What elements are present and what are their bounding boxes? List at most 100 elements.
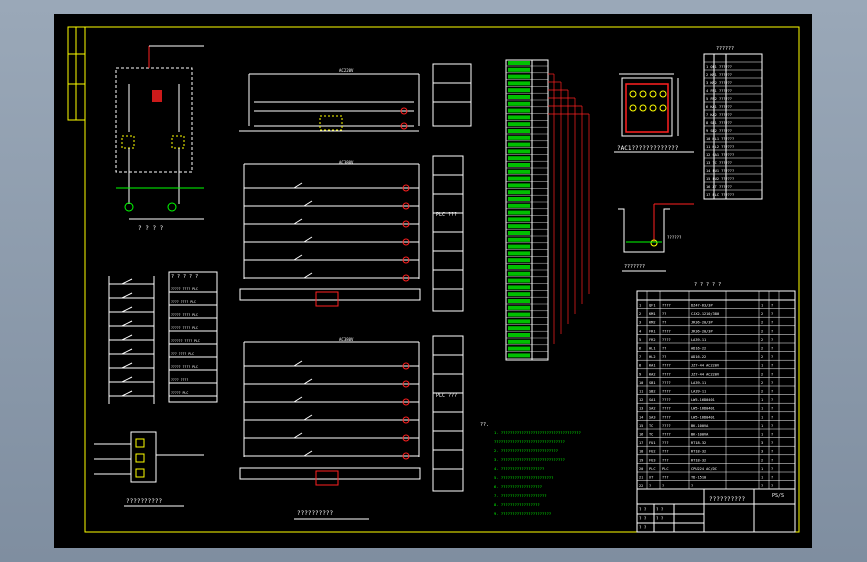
bom-cell: TD-1510 xyxy=(691,476,706,480)
side-table-head: ?????? xyxy=(716,46,734,52)
bom-cell: 14 xyxy=(639,415,643,419)
bom-cell: ? xyxy=(771,441,773,445)
side-table-row: 16 XT ?????? xyxy=(706,185,732,189)
side-table-row: 7 KA2 ?????? xyxy=(706,113,732,117)
bom-cell: LW5-16D0401 xyxy=(691,398,715,402)
section-2-title: ?????????? xyxy=(126,498,163,505)
bom-cell: 2 xyxy=(761,338,763,342)
electrical-drawing: ? ? ? ? ????? ???? PLC???? ???? PLC?????… xyxy=(67,26,800,533)
section-4-title: ?AC1????????????? xyxy=(617,145,679,152)
side-table-row: 6 KA1 ?????? xyxy=(706,105,732,109)
bom-cell: SA2 xyxy=(649,407,656,411)
bom-cell: 22 xyxy=(639,484,643,488)
legend-row: ????? ???? PLC xyxy=(171,313,198,317)
bom-cell: 2 xyxy=(761,321,763,325)
bom-cell: ? xyxy=(771,458,773,462)
bom-cell: ?? xyxy=(662,347,666,351)
bom-cell: 1 xyxy=(761,304,763,308)
section-1-title: ? ? ? ? xyxy=(138,225,164,232)
bom-cell: ???? xyxy=(662,381,671,385)
legend-row: ?????? ???? PLC xyxy=(171,339,200,343)
note-line: ??????????????????????????????? xyxy=(494,439,565,444)
bom-cell: ? xyxy=(771,415,773,419)
bom-cell: 9 xyxy=(639,372,641,376)
title-block-row: ? ? xyxy=(656,507,664,512)
notes-head: ??. xyxy=(480,422,489,428)
bom-cell: HL1 xyxy=(649,347,656,351)
note-line: 5. ??????????????????????? xyxy=(494,475,553,480)
bom-cell: FU1 xyxy=(649,441,656,445)
side-table-row: 10 HL1 ?????? xyxy=(706,137,734,141)
side-table-row: 5 FR2 ?????? xyxy=(706,97,732,101)
bom-cell: 1 xyxy=(761,476,763,480)
bom-cell: 1 xyxy=(761,424,763,428)
bom-cell: ?? xyxy=(662,355,666,359)
title-block-company: PS/S xyxy=(772,493,784,499)
bom-cell: ? xyxy=(771,355,773,359)
legend-row: ????? ???? PLC xyxy=(171,287,198,291)
bom-cell: ???? xyxy=(662,390,671,394)
title-block-row: ? ? xyxy=(639,516,647,521)
legend-row: ????? PLC xyxy=(171,391,188,395)
side-table-row: 17 PLC ?????? xyxy=(706,193,734,197)
bom-cell: ??? xyxy=(662,476,669,480)
terminal-strip xyxy=(505,59,590,361)
title-block-row: ? ? xyxy=(656,516,664,521)
bom-cell: BK-100VA xyxy=(691,433,709,437)
bom-cell: ? xyxy=(761,484,763,488)
bom-cell: 6 xyxy=(639,347,641,351)
legend-head: ? ? ? ? ? xyxy=(171,274,198,280)
bom-cell: 2 xyxy=(761,355,763,359)
bom-cell: AD16-22 xyxy=(691,347,706,351)
title-block-title: ?????????? xyxy=(709,496,746,503)
side-table-row: 1 QF1 ?????? xyxy=(706,65,732,69)
title-block: ?????????? PS/S ? ?? ?? ?? ?? ? xyxy=(636,488,796,533)
bom-cell: ???? xyxy=(662,338,671,342)
bom-cell: PLC xyxy=(649,467,656,471)
bom-cell: SA3 xyxy=(649,415,656,419)
bom-cell: 2 xyxy=(761,381,763,385)
bom-cell: 3 xyxy=(761,441,763,445)
bom-cell: ? xyxy=(771,338,773,342)
bom-cell: JZ7-44 AC220V xyxy=(691,364,720,368)
bom-cell: ? xyxy=(771,312,773,316)
bom-cell: LW5-16D0401 xyxy=(691,415,715,419)
bom-cell: 2 xyxy=(761,312,763,316)
side-table-row: 11 HL2 ?????? xyxy=(706,145,734,149)
bom-cell: ? xyxy=(771,381,773,385)
note-line: 1. ??????????????????????????????????? xyxy=(494,430,581,435)
bom-cell: 21 xyxy=(639,476,643,480)
bom-cell: 13 xyxy=(639,407,643,411)
bom-cell: 2 xyxy=(761,329,763,333)
bom-cell: 10 xyxy=(639,381,643,385)
bom-cell: ? xyxy=(771,484,773,488)
side-table-row: 12 SA1 ?????? xyxy=(706,153,734,157)
bom-cell: 8 xyxy=(639,364,641,368)
notes: ??. 1. ?????????????????????????????????… xyxy=(480,422,581,516)
bom-cell: 11 xyxy=(639,390,643,394)
bom-cell: ? xyxy=(771,433,773,437)
bom-cell: JR36-20/3P xyxy=(691,321,713,325)
section-5-title: ??????? xyxy=(624,264,645,270)
voltage-3: AC380V xyxy=(339,337,354,342)
note-line: 8. ????????????????? xyxy=(494,502,540,507)
bom-cell: JR36-20/3P xyxy=(691,329,713,333)
bom-cell: ???? xyxy=(662,433,671,437)
control-circuit-1: AC220V xyxy=(239,63,472,132)
bom-cell: 18 xyxy=(639,450,643,454)
bom-cell: ?? xyxy=(662,312,666,316)
bom-cell: FU3 xyxy=(649,458,656,462)
note-line: 7. ???????????????????? xyxy=(494,493,547,498)
side-table-row: 13 TC ?????? xyxy=(706,161,732,165)
legend-row: ????? ???? PLC xyxy=(171,326,198,330)
bom-cell: SB1 xyxy=(649,381,656,385)
bom-cell: 3 xyxy=(639,321,641,325)
bom-cell: 1 xyxy=(761,407,763,411)
bom-cell: ? xyxy=(771,347,773,351)
bom-cell: PLC xyxy=(662,467,669,471)
bom-cell: 16 xyxy=(639,433,643,437)
bom-cell: ???? xyxy=(662,304,671,308)
bom-cell: ? xyxy=(771,424,773,428)
drawing-sheet[interactable]: ? ? ? ? ????? ???? PLC???? ???? PLC?????… xyxy=(54,14,812,548)
